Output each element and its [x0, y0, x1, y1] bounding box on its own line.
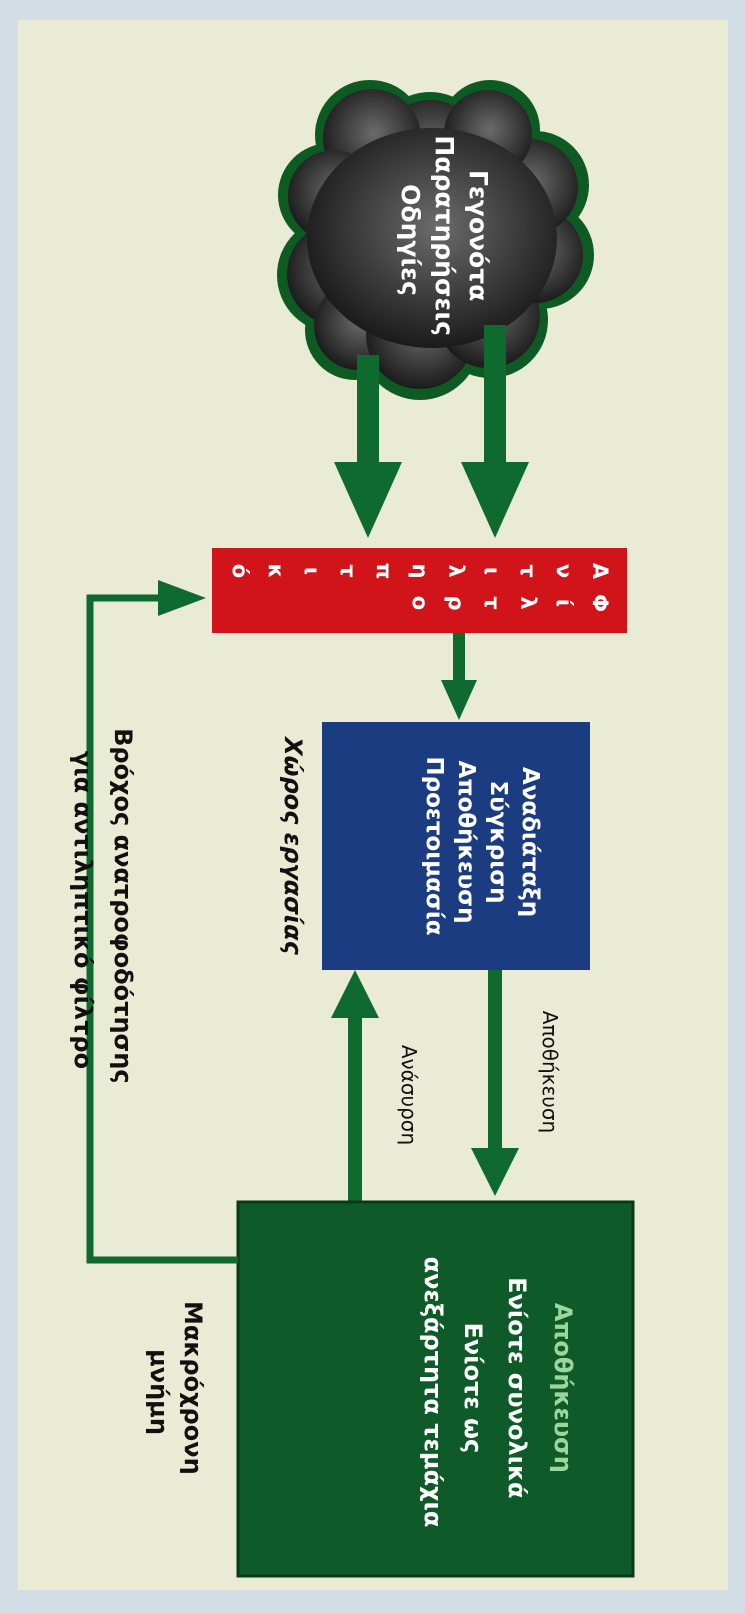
filter-to-workspace-arrow — [441, 633, 477, 720]
feedback-label: Βρόχος ανατροφοδότησης για αντιληπτικό φ… — [69, 728, 137, 1092]
filter-letter: λ — [444, 564, 468, 577]
memory-caption: Μακρόχρονη μνήμη — [145, 1301, 207, 1483]
filter-letter: Α — [588, 563, 612, 580]
cloud-to-filter-arrow-left — [334, 355, 402, 538]
workspace-line-store: Αποθήκευση — [453, 761, 479, 924]
memory-line-as: Ενίοτε ως — [459, 1322, 487, 1453]
workspace-caption: Χώρος εργασίας — [279, 735, 307, 956]
filter-letter: τ — [336, 564, 360, 577]
feedback-line1: Βρόχος ανατροφοδότησης — [109, 728, 137, 1083]
cloud-line-facts: Γεγονότα — [464, 170, 493, 301]
filter-letter: λ — [516, 596, 540, 609]
perceptual-filter: Α ν τ ι λ η π τ ι κ ό Φ ί λ τ ρ ο — [212, 548, 627, 633]
workspace-text: Αναδιάταξη Σύγκριση Αποθήκευση Προετοιμα… — [421, 756, 543, 935]
memory-caption-line1: Μακρόχρονη — [179, 1301, 207, 1475]
memory-caption-line2: μνήμη — [145, 1349, 173, 1435]
cloud-to-filter-arrow-right — [461, 325, 529, 538]
retrieve-label: Ανάσυρση — [397, 1045, 421, 1145]
filter-letter: ρ — [444, 595, 468, 610]
workspace: Αναδιάταξη Σύγκριση Αποθήκευση Προετοιμα… — [279, 722, 590, 970]
filter-letter: η — [408, 564, 432, 579]
filter-box — [212, 548, 627, 633]
filter-letter: τ — [480, 596, 504, 609]
filter-letter: π — [372, 563, 396, 580]
cloud-line-observations: Παρατηρήσεις — [430, 135, 459, 336]
store-label: Αποθήκευση — [538, 1011, 562, 1133]
workspace-box — [322, 722, 590, 970]
memory-line-whole: Ενίοτε συνολικά — [503, 1277, 531, 1498]
feedback-loop-arrow — [86, 580, 238, 1264]
memory-line-chunks: ανεξάρτητα τεμάχια — [419, 1257, 447, 1528]
workspace-line-prepare: Προετοιμασία — [421, 756, 447, 935]
cloud-line-instructions: Οδηγίες — [396, 184, 425, 296]
long-term-memory: Αποθήκευση Ενίοτε συνολικά Ενίοτε ως ανε… — [145, 1200, 635, 1578]
filter-letter: ο — [408, 596, 432, 610]
filter-letter: Φ — [588, 594, 612, 612]
memory-heading: Αποθήκευση — [549, 1303, 577, 1473]
filter-letter: ι — [480, 567, 504, 575]
store-arrow — [471, 970, 519, 1196]
memory-text: Αποθήκευση Ενίοτε συνολικά Ενίοτε ως ανε… — [419, 1257, 577, 1528]
cloud-icon: Γεγονότα Παρατηρήσεις Οδηγίες — [277, 80, 594, 400]
filter-letter: τ — [516, 564, 540, 577]
filter-letter: ό — [228, 564, 252, 578]
filter-letter: ι — [300, 567, 324, 575]
retrieve-arrow — [331, 970, 379, 1202]
filter-text-col2: Φ ί λ τ ρ ο — [408, 594, 612, 612]
workspace-line-reorganize: Αναδιάταξη — [517, 767, 543, 917]
filter-letter: ν — [552, 564, 576, 578]
filter-letter: ί — [552, 599, 576, 607]
filter-letter: κ — [264, 564, 288, 579]
memory-box — [236, 1200, 635, 1578]
filter-text-col1: Α ν τ ι λ η π τ ι κ ό — [228, 563, 612, 580]
cloud-label: Γεγονότα Παρατηρήσεις Οδηγίες — [396, 135, 493, 344]
feedback-line2: για αντιληπτικό φίλτρο — [69, 751, 97, 1069]
workspace-line-compare: Σύγκριση — [485, 781, 511, 904]
